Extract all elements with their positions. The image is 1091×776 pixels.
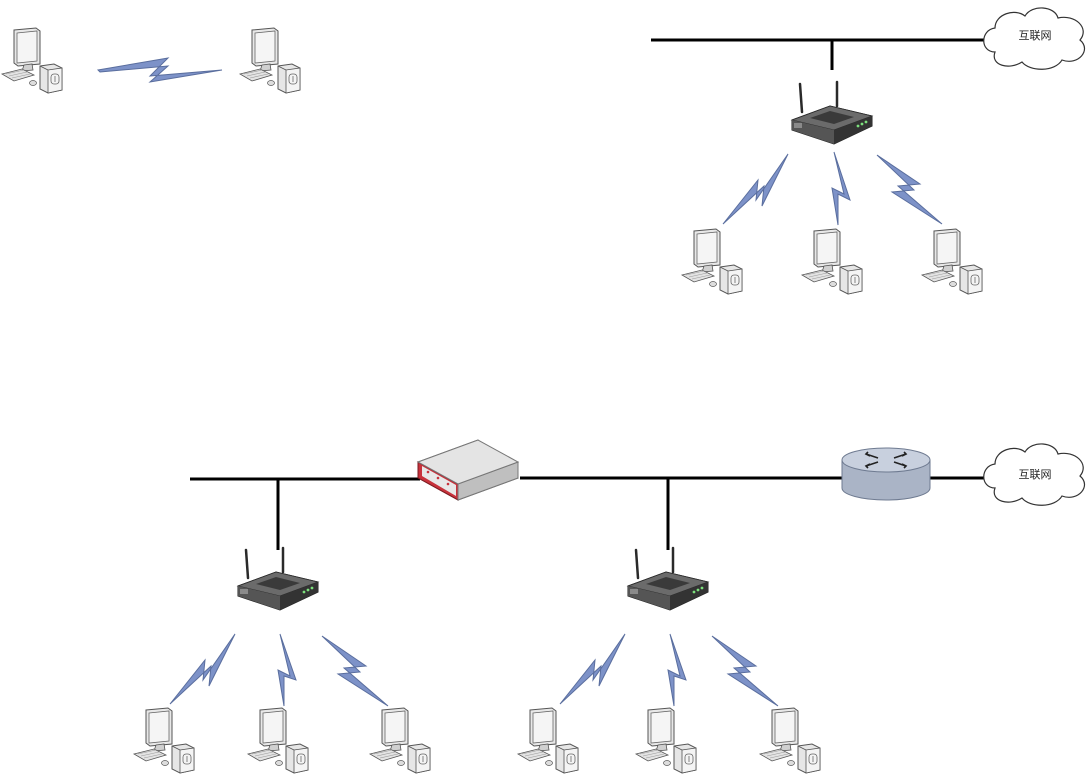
peer-to-peer-group xyxy=(1,27,301,94)
pc-icon xyxy=(759,707,821,774)
wireless-link-icon xyxy=(169,633,236,705)
wireless-link-icon xyxy=(831,151,851,226)
pc-icon xyxy=(1,27,63,94)
pc-icon xyxy=(635,707,697,774)
network-router-icon xyxy=(841,447,931,501)
wireless-router-icon xyxy=(626,546,710,612)
pc-icon xyxy=(921,228,983,295)
internet-cloud-icon: 互联网 xyxy=(983,7,1086,70)
pc-icon xyxy=(247,707,309,774)
wireless-link-icon xyxy=(96,57,223,83)
wireless-link-icon xyxy=(277,633,297,707)
firewall-appliance-icon xyxy=(416,439,520,501)
wireless-link-icon xyxy=(667,633,687,707)
pc-icon xyxy=(681,228,743,295)
wireless-link-icon xyxy=(711,635,779,707)
pc-icon xyxy=(133,707,195,774)
wireless-link-icon xyxy=(321,635,389,707)
pc-icon xyxy=(517,707,579,774)
pc-icon xyxy=(239,27,301,94)
wireless-router-icon xyxy=(236,546,320,612)
pc-icon xyxy=(801,228,863,295)
wireless-link-icon xyxy=(559,633,626,705)
wireless-link-icon xyxy=(722,153,789,225)
wireless-link-icon xyxy=(876,154,943,225)
single-ap-network: 互联网 xyxy=(651,7,1086,295)
wireless-router-icon xyxy=(790,80,874,146)
multi-ap-network: 互联网 xyxy=(133,439,1086,774)
pc-icon xyxy=(369,707,431,774)
internet-label: 互联网 xyxy=(1019,29,1052,42)
internet-label: 互联网 xyxy=(1019,468,1052,481)
internet-cloud-icon: 互联网 xyxy=(983,443,1086,506)
